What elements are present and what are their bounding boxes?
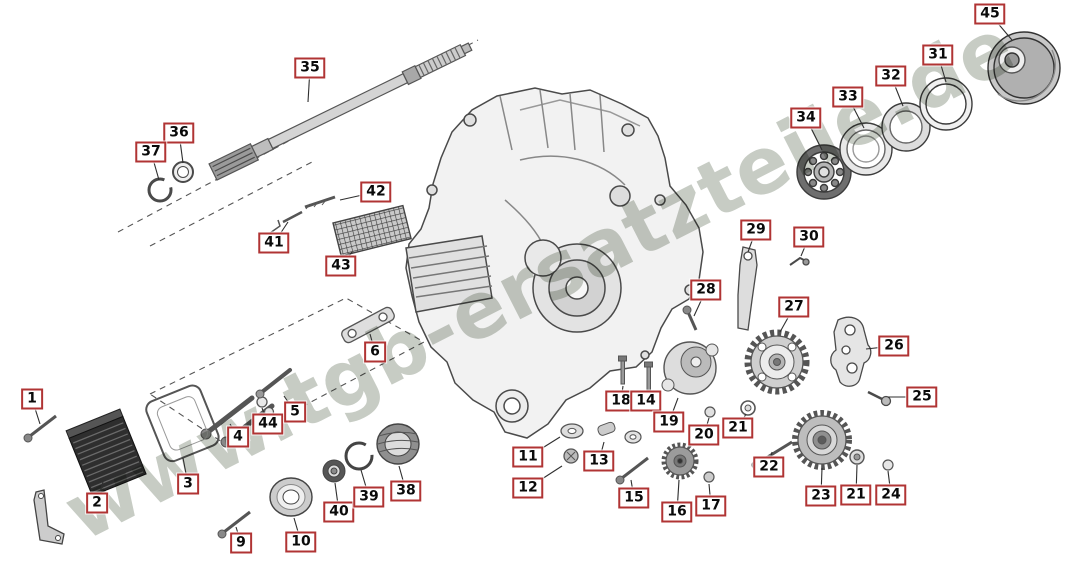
corner-bracket	[33, 489, 65, 545]
bracket-plate	[341, 306, 395, 344]
oil-pump	[618, 305, 756, 418]
rectifier-grid	[332, 204, 412, 257]
output-gear	[751, 410, 894, 471]
crankcase-housing	[405, 87, 704, 439]
long-bolts	[23, 414, 251, 539]
shaft-rings	[147, 161, 194, 203]
seal-bearing-set	[269, 423, 420, 517]
leader-lines	[31, 13, 1013, 544]
bearing-seal-stack	[796, 77, 973, 200]
dowel-pins	[269, 195, 336, 234]
oil-filter	[987, 31, 1061, 105]
side-cover	[830, 316, 892, 407]
input-shaft	[208, 42, 473, 181]
oil-cooler	[65, 408, 147, 497]
chain-guide	[737, 246, 810, 331]
bottom-hardware	[560, 421, 715, 485]
cam-sprocket	[744, 329, 810, 395]
cooler-gasket	[145, 384, 220, 463]
